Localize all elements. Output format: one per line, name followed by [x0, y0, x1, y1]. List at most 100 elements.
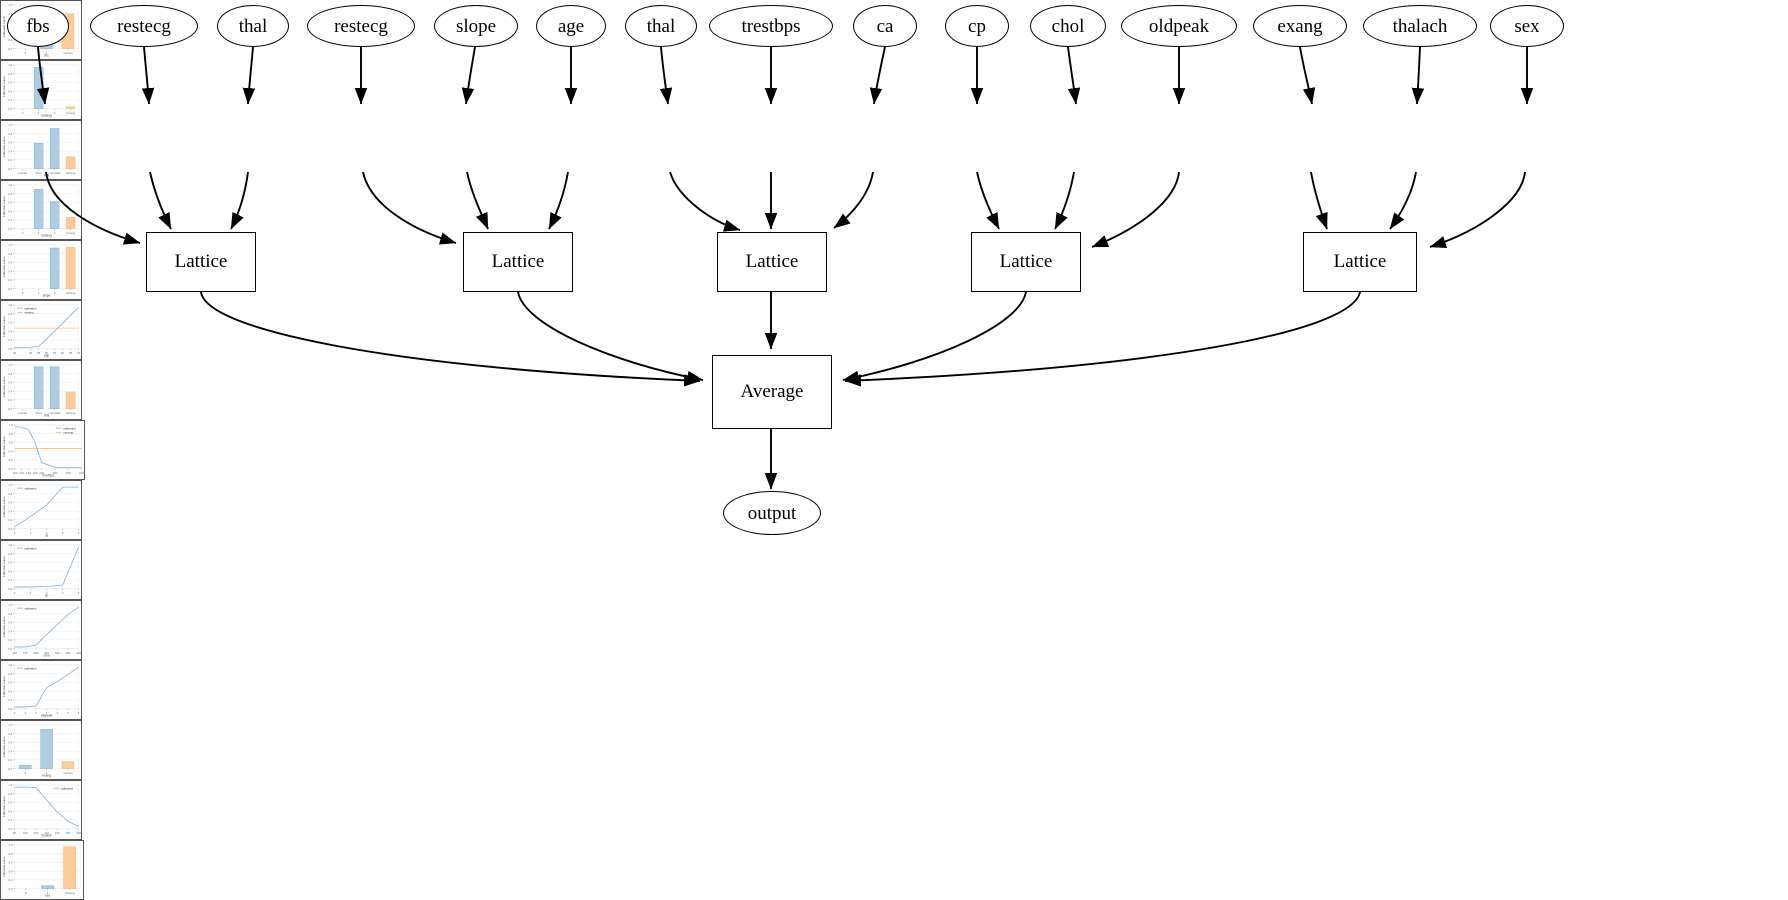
svg-text:age: age [44, 354, 50, 358]
svg-text:calibrated output: calibrated output [2, 16, 6, 37]
svg-text:0.4: 0.4 [8, 389, 12, 393]
feature-label: exang [1277, 15, 1323, 37]
svg-text:1.0: 1.0 [9, 423, 13, 427]
lattice-node-4[interactable]: Lattice [971, 232, 1081, 292]
svg-text:0.2: 0.2 [8, 578, 12, 582]
svg-text:1: 1 [38, 231, 40, 235]
output-node[interactable]: output [723, 491, 821, 535]
svg-text:1: 1 [46, 51, 48, 55]
feature-node-fbs[interactable]: fbs [7, 5, 69, 47]
svg-text:0.4: 0.4 [8, 269, 12, 273]
feature-node-oldpeak[interactable]: oldpeak [1121, 5, 1237, 47]
svg-text:180: 180 [66, 471, 71, 475]
lattice-node-1[interactable]: Lattice [146, 232, 256, 292]
svg-text:0.6: 0.6 [8, 561, 12, 565]
svg-text:60: 60 [61, 351, 65, 355]
svg-text:0.0: 0.0 [8, 47, 12, 51]
feature-node-restecg-2[interactable]: restecg [307, 5, 415, 47]
svg-text:calibrated: calibrated [24, 666, 37, 670]
feature-node-slope[interactable]: slope [434, 5, 518, 47]
feature-node-thal-2[interactable]: thal [625, 5, 697, 47]
feature-node-age[interactable]: age [536, 5, 606, 47]
feature-node-chol[interactable]: chol [1030, 5, 1106, 47]
lattice-node-3[interactable]: Lattice [717, 232, 827, 292]
svg-text:0.8: 0.8 [9, 432, 13, 436]
svg-text:0.0: 0.0 [8, 887, 12, 891]
svg-text:calibrated output: calibrated output [2, 316, 6, 337]
feature-node-cp[interactable]: cp [945, 5, 1009, 47]
svg-text:65: 65 [69, 351, 73, 355]
svg-text:0: 0 [22, 111, 24, 115]
svg-text:calibrated: calibrated [63, 426, 76, 430]
svg-text:calibrated output: calibrated output [2, 256, 6, 277]
svg-text:1.0: 1.0 [8, 543, 12, 547]
feature-node-trestbps[interactable]: trestbps [709, 5, 833, 47]
feature-node-thalach[interactable]: thalach [1363, 5, 1477, 47]
lattice-node-5[interactable]: Lattice [1303, 232, 1417, 292]
svg-text:180: 180 [66, 831, 71, 835]
svg-text:1: 1 [38, 111, 40, 115]
feature-label: restecg [334, 15, 388, 37]
svg-text:0.2: 0.2 [8, 98, 12, 102]
svg-text:0.8: 0.8 [8, 192, 12, 196]
svg-text:calibrated output: calibrated output [2, 616, 6, 637]
svg-text:0.6: 0.6 [8, 81, 12, 85]
feature-node-thal-1[interactable]: thal [217, 5, 289, 47]
svg-text:0.8: 0.8 [8, 672, 12, 676]
svg-text:0.0: 0.0 [9, 467, 13, 471]
feature-node-ca[interactable]: ca [853, 5, 917, 47]
lattice-label: Lattice [999, 251, 1053, 272]
svg-text:0.4: 0.4 [8, 809, 12, 813]
svg-text:0: 0 [22, 291, 24, 295]
svg-text:200: 200 [76, 831, 81, 835]
svg-text:slope: slope [43, 294, 51, 298]
svg-text:calibrated output: calibrated output [2, 376, 6, 397]
lattice-label: Lattice [174, 251, 228, 272]
svg-text:2: 2 [46, 531, 48, 535]
svg-text:0.4: 0.4 [8, 329, 12, 333]
average-node[interactable]: Average [712, 355, 832, 429]
svg-text:0.8: 0.8 [8, 852, 12, 856]
svg-text:0.0: 0.0 [8, 107, 12, 111]
svg-text:0.8: 0.8 [8, 312, 12, 316]
feature-node-sex[interactable]: sex [1490, 5, 1564, 47]
svg-text:2: 2 [46, 591, 48, 595]
feature-node-exang[interactable]: exang [1253, 5, 1347, 47]
svg-text:0.4: 0.4 [8, 569, 12, 573]
svg-text:0.8: 0.8 [8, 132, 12, 136]
feature-label: slope [455, 15, 497, 37]
svg-text:400: 400 [76, 651, 81, 655]
feature-node-restecg-1[interactable]: restecg [90, 5, 198, 47]
svg-text:0.2: 0.2 [8, 338, 12, 342]
svg-text:1.0: 1.0 [8, 483, 12, 487]
svg-text:0.2: 0.2 [8, 518, 12, 522]
svg-text:calibrated output: calibrated output [2, 196, 6, 217]
svg-text:3: 3 [62, 591, 64, 595]
svg-text:1.0: 1.0 [8, 783, 12, 787]
svg-text:1.0: 1.0 [8, 243, 12, 247]
feature-label: thal [238, 15, 268, 37]
svg-text:missing: missing [24, 311, 34, 315]
svg-text:45: 45 [37, 351, 41, 355]
svg-text:calibrated output: calibrated output [2, 856, 6, 877]
lattice-node-2[interactable]: Lattice [463, 232, 573, 292]
svg-text:0.8: 0.8 [8, 492, 12, 496]
svg-text:0.4: 0.4 [8, 209, 12, 213]
svg-text:0.2: 0.2 [8, 278, 12, 282]
svg-text:normal: normal [18, 411, 27, 415]
svg-text:130: 130 [33, 471, 38, 475]
